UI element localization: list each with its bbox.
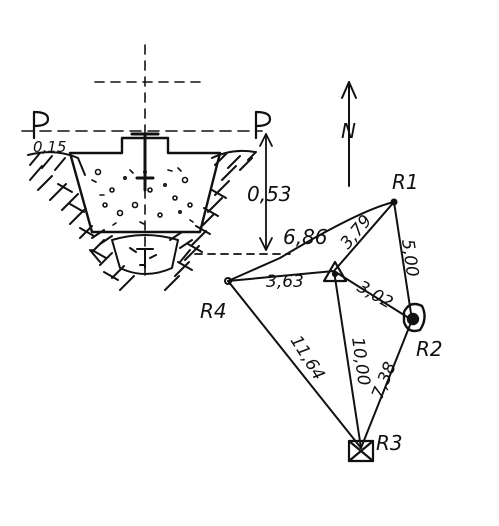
distance-r4-r1: 6,86 <box>283 225 328 249</box>
station-r3-label: R3 <box>376 431 403 455</box>
distance-r4-r3: 11,64 <box>286 332 329 384</box>
ground-hatch-right <box>164 149 257 291</box>
level-marker-right <box>254 110 272 140</box>
station-r4-label: R4 <box>200 299 227 323</box>
network-lines <box>227 201 413 449</box>
north-label: N <box>341 119 356 143</box>
station-r1-label: R1 <box>392 170 419 194</box>
ground-hatch-left <box>27 151 135 291</box>
distance-center-r1: 3,79 <box>337 211 377 253</box>
depth-label: 0,53 <box>247 182 292 206</box>
survey-network: R1 R2 R3 R4 6,86 3,79 5,00 3,63 3,02 10,… <box>200 170 443 463</box>
pit-outline <box>68 136 222 234</box>
station-r2-label: R2 <box>416 337 443 361</box>
cover-depth-label: 0,15 <box>33 138 66 156</box>
station-r2-marker <box>402 302 426 333</box>
depth-dimension <box>194 133 291 255</box>
survey-mark-head <box>130 132 160 192</box>
bottom-stone <box>111 234 179 275</box>
center-triangle-marker <box>322 260 348 283</box>
station-r3-marker <box>347 439 375 463</box>
level-marker-left <box>32 110 50 140</box>
station-r4-marker <box>224 277 232 285</box>
station-r1-marker <box>390 198 398 206</box>
cross-section: 0,15 0,53 <box>21 44 292 291</box>
distance-r1-r2: 5,00 <box>397 238 422 278</box>
distance-r4-center: 3,63 <box>266 272 304 292</box>
distance-r2-r3: 7,38 <box>368 359 401 402</box>
distance-center-r2: 3,02 <box>354 277 397 313</box>
north-arrow <box>341 81 357 187</box>
